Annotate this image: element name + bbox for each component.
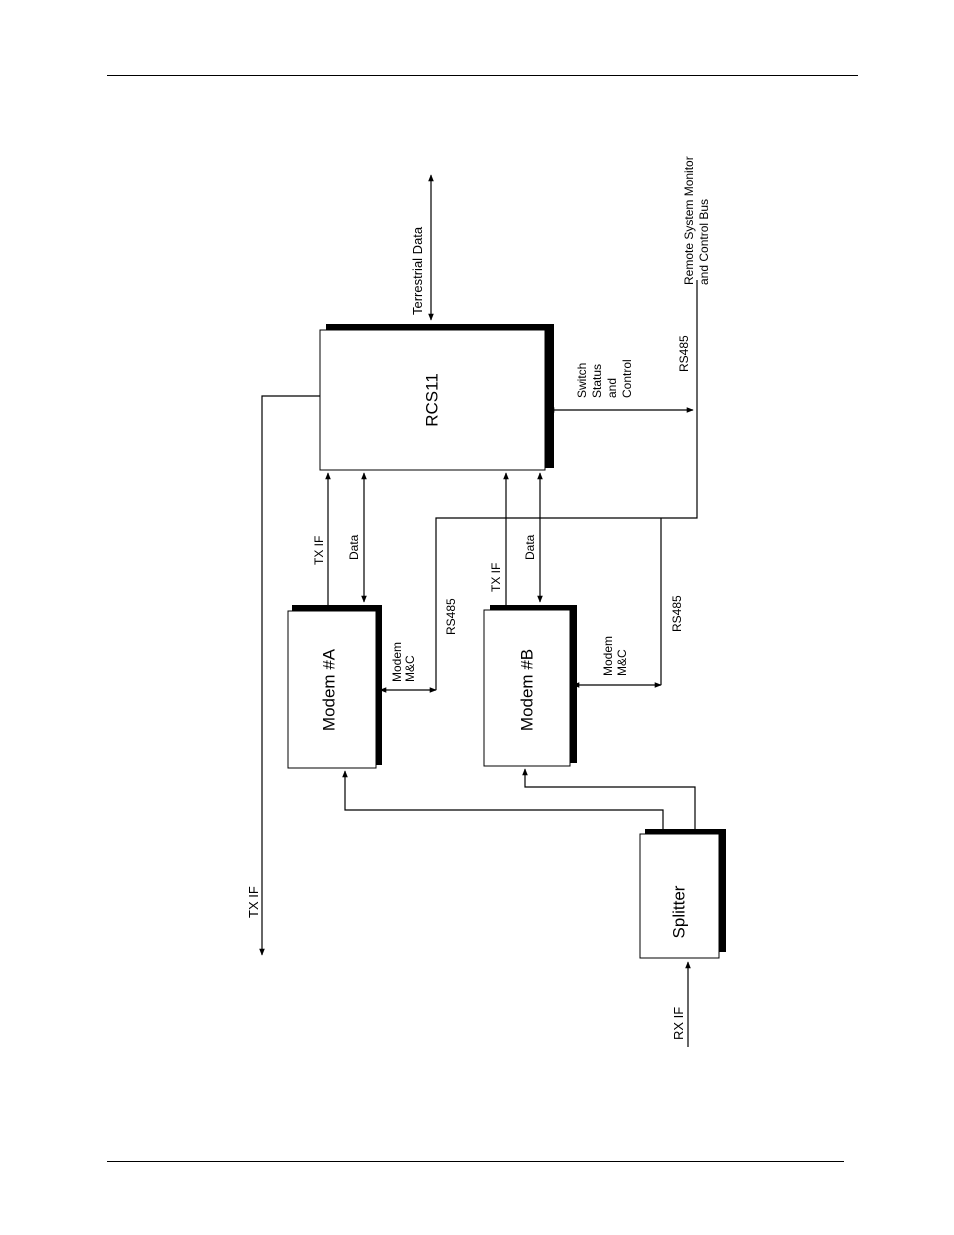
remote-system-label-2: and Control Bus bbox=[697, 199, 711, 285]
modem-a-block: Modem #A bbox=[287, 605, 382, 769]
terrestrial-data-label: Terrestrial Data bbox=[410, 226, 425, 315]
switch-label-1: Switch bbox=[575, 363, 589, 398]
tx-if-a-label: TX IF bbox=[312, 536, 326, 565]
modem-b-label: Modem #B bbox=[517, 649, 536, 731]
splitter-block: Splitter bbox=[639, 829, 726, 959]
switch-label-3: and bbox=[605, 378, 619, 398]
rcs11-label: RCS11 bbox=[422, 373, 441, 427]
footer-rule bbox=[107, 1161, 844, 1162]
modem-b-block: Modem #B bbox=[483, 605, 577, 767]
rs485-b-label: RS485 bbox=[670, 595, 684, 632]
tx-if-output-label: TX IF bbox=[246, 886, 261, 918]
rx-if-input-label: RX IF bbox=[671, 1007, 686, 1040]
modem-mc-b-label-2: M&C bbox=[615, 649, 629, 676]
rs485-a-label: RS485 bbox=[444, 598, 458, 635]
switch-label-4: Control bbox=[620, 359, 634, 398]
tx-if-output-line bbox=[259, 395, 320, 956]
switch-label-2: Status bbox=[590, 364, 604, 398]
data-b-label: Data bbox=[523, 534, 537, 560]
rs485-main-label: RS485 bbox=[677, 335, 691, 372]
modem-a-label: Modem #A bbox=[319, 648, 338, 731]
rcs11-block: RCS11 bbox=[319, 324, 554, 471]
data-a-label: Data bbox=[347, 534, 361, 560]
remote-system-label-1: Remote System Monitor bbox=[682, 156, 696, 285]
rs485-bus-line bbox=[435, 280, 698, 690]
modem-mc-a-label-1: Modem bbox=[390, 642, 404, 682]
splitter-to-modem-a-line bbox=[342, 770, 664, 829]
header-rule bbox=[107, 75, 858, 76]
modem-mc-a-label-2: M&C bbox=[403, 655, 417, 682]
tx-if-b-label: TX IF bbox=[489, 563, 503, 592]
splitter-label: Splitter bbox=[669, 885, 688, 938]
modem-mc-b-label-1: Modem bbox=[601, 636, 615, 676]
splitter-to-modem-b-line bbox=[522, 768, 696, 829]
